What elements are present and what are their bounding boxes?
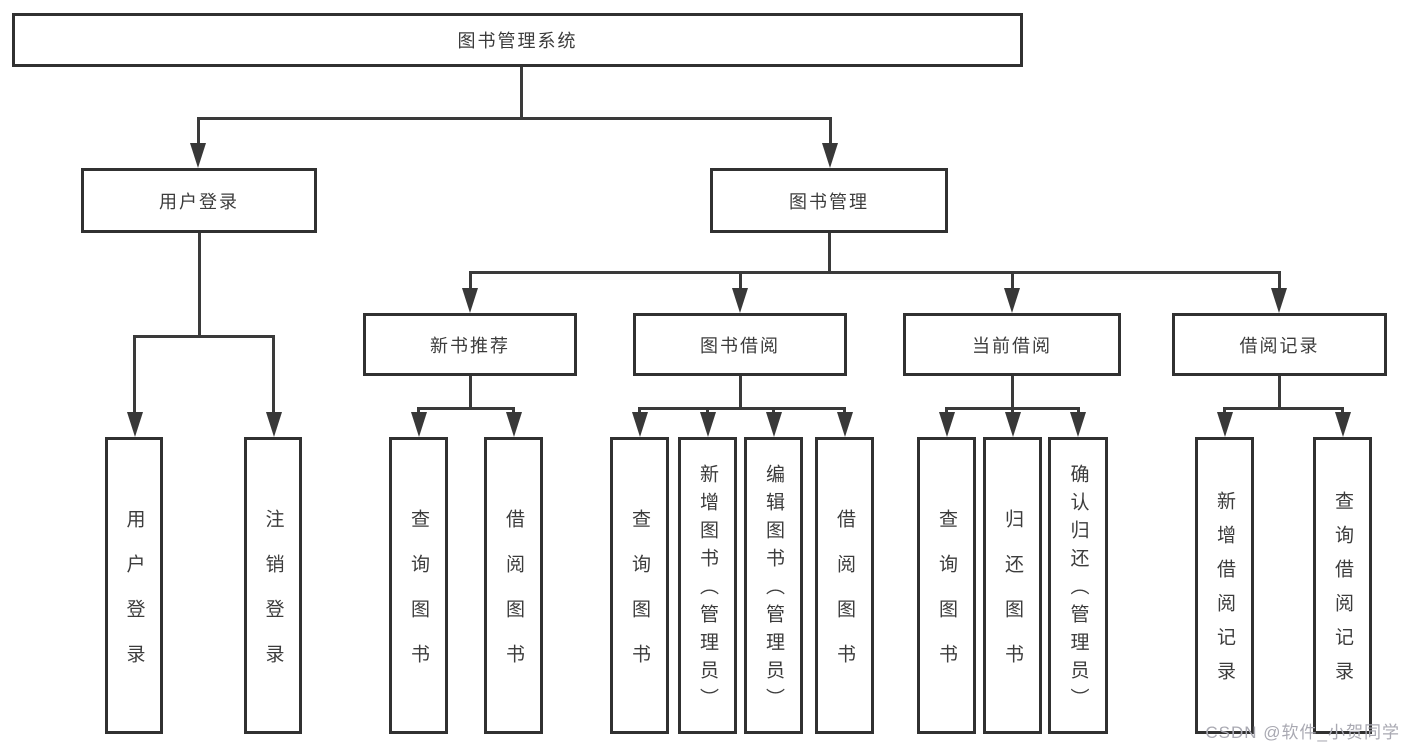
arrowhead-down-icon (765, 412, 782, 437)
connector-line (828, 118, 832, 146)
leaf-confirm-return-admin: 确认归还（管理员） (1048, 437, 1108, 734)
arrowhead-down-icon (1004, 288, 1020, 313)
node-new-book-recommend: 新书推荐 (363, 313, 577, 376)
node-book-borrow: 图书借阅 (633, 313, 847, 376)
leaf-add-books-admin: 新增图书（管理员） (678, 437, 737, 734)
leaf-edit-books-admin: 编辑图书（管理员） (744, 437, 803, 734)
arrowhead-down-icon (732, 288, 748, 313)
arrowhead-down-icon (190, 143, 206, 168)
connector-line (197, 233, 201, 336)
leaf-query-books: 查询图书 (389, 437, 448, 734)
connector-line (417, 406, 515, 410)
connector-line (1223, 406, 1344, 410)
arrowhead-down-icon (1216, 412, 1233, 437)
leaf-query-books-2: 查询图书 (610, 437, 669, 734)
leaf-query-books-3: 查询图书 (917, 437, 976, 734)
connector-line (468, 270, 1281, 274)
arrowhead-down-icon (1334, 412, 1351, 437)
connector-line (196, 116, 832, 120)
connector-line (519, 67, 523, 118)
connector-line (133, 336, 136, 415)
connector-line (1010, 272, 1014, 289)
leaf-query-borrow-record: 查询借阅记录 (1313, 437, 1372, 734)
connector-line (1277, 272, 1281, 289)
connector-line (133, 334, 275, 338)
node-book-management: 图书管理 (710, 168, 948, 233)
arrowhead-down-icon (265, 412, 282, 437)
node-user-login: 用户登录 (81, 168, 317, 233)
connector-line (738, 376, 742, 408)
connector-line (827, 233, 831, 272)
arrowhead-down-icon (822, 143, 838, 168)
connector-line (1277, 376, 1281, 408)
arrowhead-down-icon (836, 412, 853, 437)
leaf-user-login: 用户登录 (105, 437, 163, 734)
arrowhead-down-icon (1004, 412, 1021, 437)
node-root: 图书管理系统 (12, 13, 1023, 67)
connector-line (1010, 376, 1014, 408)
leaf-add-borrow-record: 新增借阅记录 (1195, 437, 1254, 734)
arrowhead-down-icon (1070, 412, 1086, 437)
arrowhead-down-icon (938, 412, 955, 437)
leaf-return-books: 归还图书 (983, 437, 1042, 734)
arrowhead-down-icon (631, 412, 648, 437)
connector-line (638, 406, 846, 410)
arrowhead-down-icon (462, 288, 478, 313)
leaf-borrow-books-2: 借阅图书 (815, 437, 874, 734)
arrowhead-down-icon (505, 412, 522, 437)
leaf-borrow-books: 借阅图书 (484, 437, 543, 734)
csdn-watermark: CSDN @软件_小贺同学 (1205, 723, 1400, 742)
connector-line (738, 272, 742, 289)
connector-line (272, 336, 275, 415)
arrowhead-down-icon (1271, 288, 1287, 313)
node-current-borrow: 当前借阅 (903, 313, 1121, 376)
arrowhead-down-icon (410, 412, 427, 437)
arrowhead-down-icon (126, 412, 143, 437)
arrowhead-down-icon (699, 412, 716, 437)
connector-line (468, 272, 472, 289)
leaf-logout: 注销登录 (244, 437, 302, 734)
connector-line (196, 118, 200, 146)
connector-line (468, 376, 472, 408)
node-borrow-records: 借阅记录 (1172, 313, 1387, 376)
